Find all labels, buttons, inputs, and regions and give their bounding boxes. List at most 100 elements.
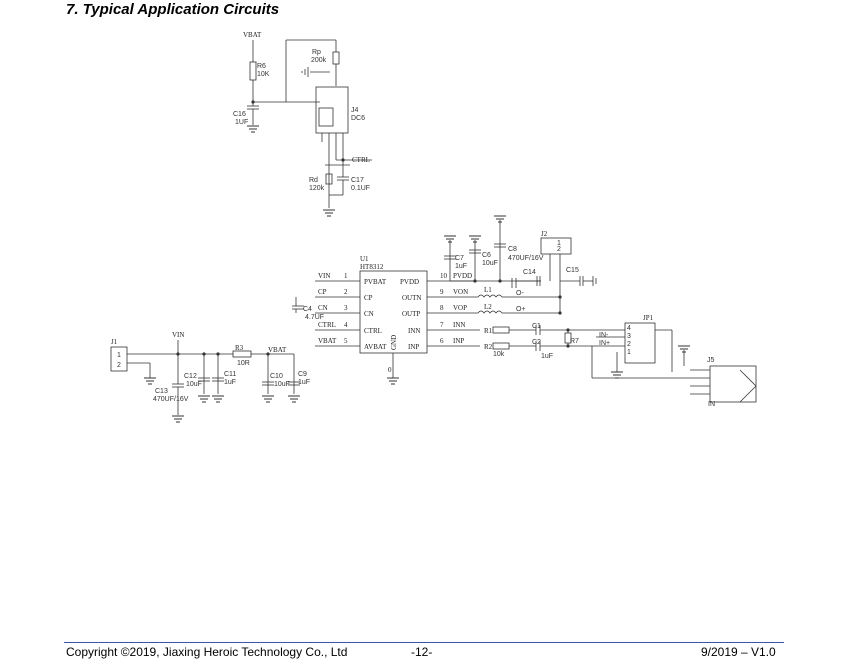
l1-inductor [477,294,503,298]
net-label-ctrl-top: CTRL [352,156,370,164]
footer-version: 9/2019 – V1.0 [701,645,776,659]
net-label-in-minus: IN- [599,332,609,339]
c4-ref: C4 [303,306,312,313]
r6-ref: R6 [257,63,266,70]
jp1-connector [624,322,656,364]
net-label-vbat-bottom: VBAT [268,346,287,354]
r3-value: 10R [237,360,250,367]
u1-pin-2: 2 [344,288,348,296]
r6-value: 10K [257,71,270,78]
j1-connector [110,346,128,372]
r7-ref: R7 [570,338,579,345]
c9-ref: C9 [298,371,307,378]
u1-pin-gnd: GND [390,335,398,350]
u1-pin-8: 8 [440,304,444,312]
c10-ref: C10 [270,373,283,380]
u1-pin-7: 7 [440,321,444,329]
c8-ref: C8 [508,246,517,253]
r1-ref: R1 [484,327,493,335]
application-schematic: VBAT R6 10K C16 1UF Rp 200k J4 DC6 CTRL … [110,31,757,423]
jp1-ref: JP1 [643,314,654,322]
u1-net-inn: INN [453,321,465,329]
u1-pin-avbat: AVBAT [364,343,387,351]
j1-ref: J1 [111,338,118,346]
j2-pin-1: 1 [557,240,561,247]
net-label-vbat: VBAT [243,31,262,39]
c17-value: 0.1UF [351,185,370,192]
j2-ref: J2 [541,230,548,238]
r2-value: 10k [493,351,505,358]
j2-pin-2: 2 [557,246,561,253]
section-heading: 7. Typical Application Circuits [66,1,280,18]
net-label-o-minus: O- [516,290,524,297]
jp1-pin-4: 4 [627,325,631,332]
u1-ref: U1 [360,255,369,263]
net-label-in-plus: IN+ [599,340,610,347]
c14-ref: C14 [523,269,536,276]
u1-net-pvdd: PVDD [453,272,472,280]
c10-value: 10uF [274,381,290,388]
r2-ref: R2 [484,343,493,351]
c1-value: 1uF [541,353,553,360]
u1-net-vop: VOP [453,304,467,312]
jp1-pin-2: 2 [627,341,631,348]
c9-value: 1uF [298,379,310,386]
u1-pin-6: 6 [440,337,444,345]
j4-ref: J4 [351,107,359,114]
net-label-vin: VIN [172,331,184,339]
u1-pin-cn: CN [364,310,374,318]
c15-ref: C15 [566,267,579,274]
footer-copyright: Copyright ©2019, Jiaxing Heroic Technolo… [66,645,348,659]
u1-net-inp: INP [453,337,464,345]
u1-pin-9: 9 [440,288,444,296]
rp-ref: Rp [312,49,321,56]
net-label-in: IN [708,401,715,408]
c13-value: 470UF/16V [153,396,189,403]
u1-pin-3: 3 [344,304,348,312]
jp1-pin-3: 3 [627,333,631,340]
c6-ref: C6 [482,252,491,259]
rd-ref: Rd [309,177,318,184]
u1-pin-outp: OUTP [402,310,420,318]
rp-value: 200k [311,57,327,64]
c7-ref: C7 [455,255,464,262]
c17-ref: C17 [351,177,364,184]
u1-net-cp: CP [318,288,327,296]
u1-pin-cp: CP [364,294,373,302]
jp1-pin-1: 1 [627,349,631,356]
u1-pin-10: 10 [440,272,448,280]
u1-net-vin: VIN [318,272,330,280]
j2-connector [540,237,572,255]
c12-value: 10uF [186,381,202,388]
r3-ref: R3 [235,344,244,352]
footer-page-number: -12- [411,645,433,659]
l1-ref: L1 [484,286,492,294]
u1-pin-pvbat: PVBAT [364,278,387,286]
u1-part: HT8312 [360,263,384,271]
c7-value: 1uF [455,263,467,270]
j1-pin-2: 2 [117,362,121,369]
l2-inductor [477,310,503,314]
u1-ic [359,270,428,354]
r6-resistor [249,61,257,81]
rd-value: 120k [309,185,325,192]
net-label-o-plus: O+ [516,306,526,313]
u1-pin-1: 1 [344,272,348,280]
r1-resistor [492,326,510,334]
u1-pin-pvdd: PVDD [400,278,419,286]
u1-pin-outn: OUTN [402,294,421,302]
j5-ref: J5 [707,357,715,364]
c16-ref: C16 [233,111,246,118]
u1-pin-ctrl: CTRL [364,327,382,335]
u1-pin-5: 5 [344,337,348,345]
j4-connector [315,86,349,134]
u1-net-vbat: VBAT [318,337,337,345]
u1-pin-inp: INP [408,343,419,351]
c6-value: 10uF [482,260,498,267]
u1-net-von: VON [453,288,468,296]
c16-value: 1UF [235,119,248,126]
c11-value: 1uF [224,379,236,386]
c4-value: 4.7UF [305,314,324,321]
footer-divider [64,642,784,643]
c13-ref: C13 [155,388,168,395]
